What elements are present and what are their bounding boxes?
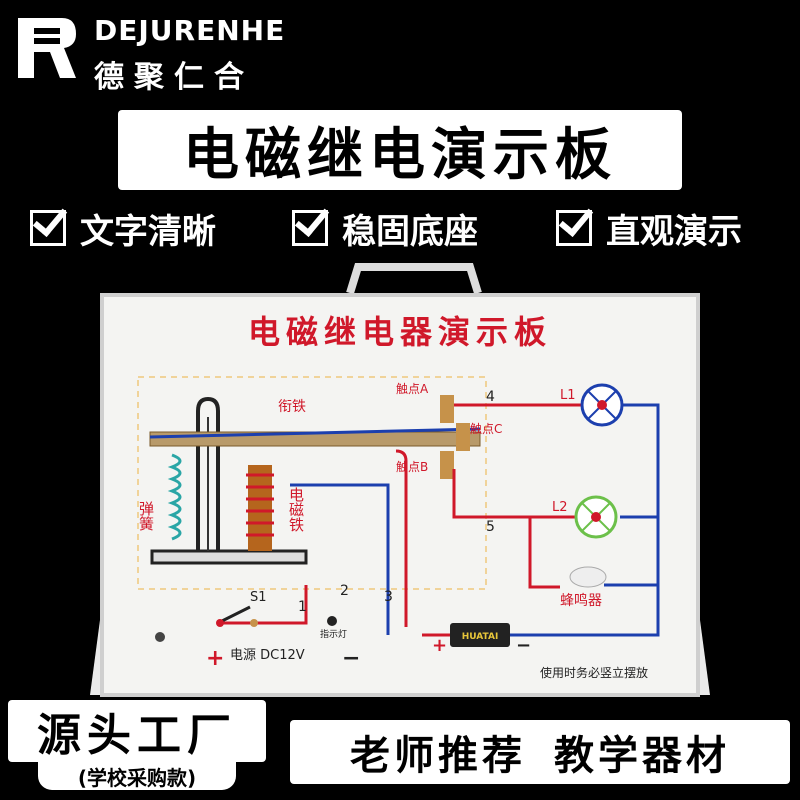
feature-item: 稳固底座 <box>292 205 478 252</box>
product-title: 电磁继电演示板 <box>118 110 682 190</box>
polarity-plus: + <box>432 635 447 656</box>
label-lamp-2: L2 <box>552 500 568 515</box>
indicator-light-icon <box>327 616 337 626</box>
label-contact-a: 触点A <box>396 382 429 396</box>
checkbox-icon <box>292 210 328 246</box>
factory-badge: 源头工厂 (学校采购款) <box>8 700 266 792</box>
coil-icon <box>246 473 274 537</box>
label-armature: 衔铁 <box>278 399 306 415</box>
label-contact-b: 触点B <box>396 460 428 474</box>
factory-badge-main: 源头工厂 <box>8 700 266 762</box>
board-panel <box>100 293 700 697</box>
label-switch: S1 <box>250 590 267 605</box>
label-indicator: 指示灯 <box>320 628 347 640</box>
terminal-number: 4 <box>486 389 495 405</box>
brand-chinese-name: 德聚仁合 <box>94 60 254 95</box>
label-power: 电源 DC12V <box>230 648 305 663</box>
polarity-minus: − <box>516 635 531 656</box>
brand-name: DEJURENHE <box>94 14 286 47</box>
label-spring: 弹簧 <box>137 501 155 531</box>
terminal-number: 3 <box>384 589 393 605</box>
brand-logo-icon <box>18 18 76 78</box>
checkbox-icon <box>556 210 592 246</box>
usage-note: 使用时务必竖立摆放 <box>540 665 648 680</box>
polarity-plus: + <box>206 646 224 671</box>
spring-icon <box>167 453 182 541</box>
checkbox-icon <box>30 210 66 246</box>
feature-item: 文字清晰 <box>30 205 216 252</box>
label-electromagnet: 电磁铁 <box>287 487 305 532</box>
battery-icon <box>450 623 510 647</box>
board-heading: 电磁继电器演示板 <box>248 313 552 351</box>
feature-item: 直观演示 <box>556 205 742 252</box>
polarity-minus: − <box>342 646 360 671</box>
terminal-number: 1 <box>298 599 307 615</box>
buzzer-icon <box>569 566 607 588</box>
brand-header: DEJURENHE 德聚仁合 <box>8 8 308 95</box>
recommend-badge: 老师推荐 教学器材 <box>290 720 790 784</box>
feature-label: 直观演示 <box>606 211 742 252</box>
label-lamp-1: L1 <box>560 388 576 403</box>
factory-badge-sub: (学校采购款) <box>38 762 236 790</box>
carry-handle-icon <box>346 263 482 295</box>
feature-label: 稳固底座 <box>342 211 478 252</box>
feature-label: 文字清晰 <box>80 211 216 252</box>
label-buzzer: 蜂鸣器 <box>560 592 602 609</box>
label-contact-c: 触点C <box>470 422 502 436</box>
demo-board-photo: 电磁继电器演示板 弹簧 衔铁 电磁铁 触点A 触点C 触点B L1 L2 蜂鸣器… <box>90 263 710 697</box>
terminal-number: 2 <box>340 583 349 599</box>
battery-brand: HUATAI <box>462 632 499 642</box>
recommend-badge-text-1: 老师推荐 <box>350 733 526 779</box>
recommend-badge-text-2: 教学器材 <box>554 733 730 779</box>
switch-icon <box>221 605 251 623</box>
terminal-number: 5 <box>486 519 495 535</box>
